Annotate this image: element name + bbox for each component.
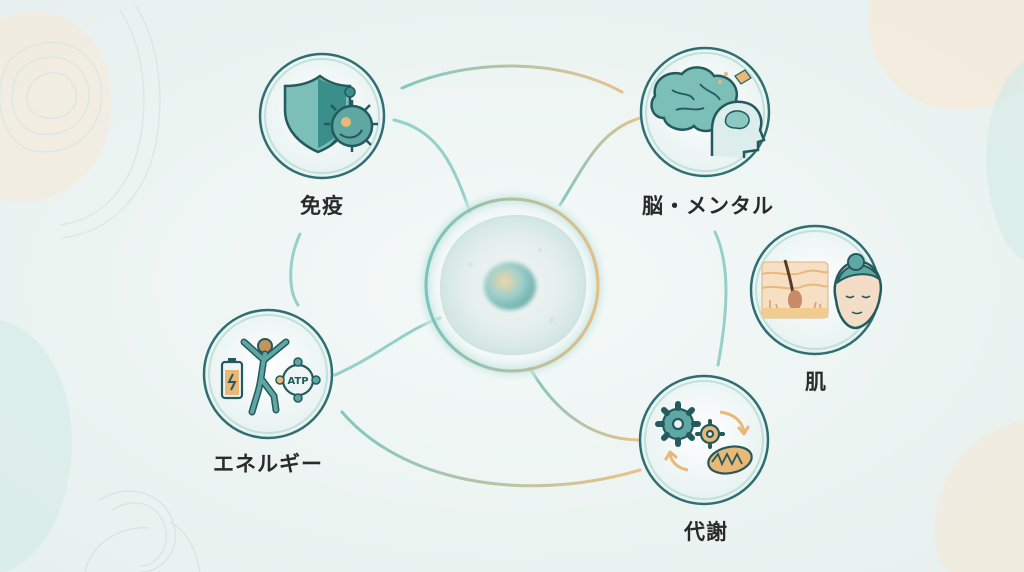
label-immunity: 免疫 (300, 194, 344, 218)
energy-person-icon: ATP (220, 338, 321, 416)
node-metabolism (638, 374, 770, 506)
center-cell (412, 185, 612, 385)
gears-mitochondria-icon (655, 401, 753, 475)
label-energy: エネルギー (213, 452, 323, 476)
nucleus-icon (484, 262, 536, 310)
node-energy: ATP (202, 308, 334, 440)
connection-lines (289, 64, 762, 488)
label-metabolism: 代謝 (684, 520, 728, 544)
atp-text: ATP (287, 376, 308, 387)
label-brain: 脳・メンタル (642, 194, 774, 218)
cell-ring (424, 197, 600, 373)
brain-head-icon (650, 66, 766, 158)
node-immunity (258, 52, 386, 180)
immune-shield-icon (283, 74, 378, 154)
label-skin: 肌 (805, 370, 827, 394)
skin-face-icon (761, 253, 883, 330)
node-brain (639, 46, 771, 178)
node-skin (749, 224, 883, 356)
